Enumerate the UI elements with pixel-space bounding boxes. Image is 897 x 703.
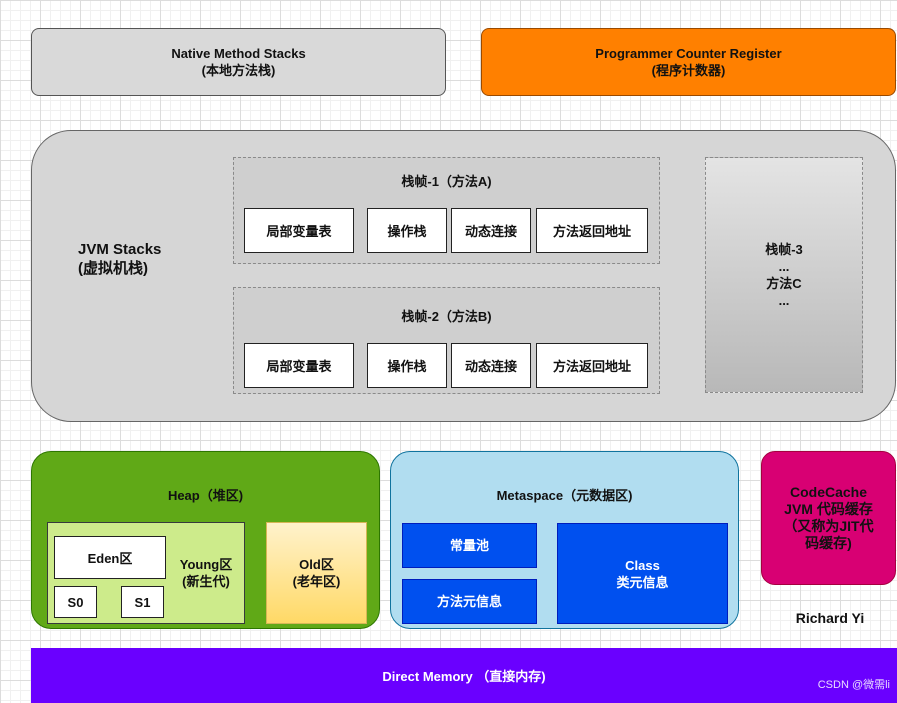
frame-1-return-address: 方法返回地址 <box>536 208 648 253</box>
stack-frame-3-ellipsis-2: ... <box>778 293 790 308</box>
stack-frame-3-title: 栈帧-3 <box>765 242 803 257</box>
old-generation-subtitle: (老年区) <box>292 574 341 589</box>
program-counter-register-title: Programmer Counter Register <box>595 46 782 61</box>
young-generation-label: Young区 (新生代) <box>168 555 244 591</box>
frame-2-dynamic-linking: 动态连接 <box>451 343 531 388</box>
constant-pool-box: 常量池 <box>402 523 537 568</box>
frame-1-local-variables: 局部变量表 <box>244 208 354 253</box>
old-generation-box: Old区 (老年区) <box>266 522 367 624</box>
program-counter-register-subtitle: (程序计数器) <box>651 63 726 78</box>
jvm-stacks-label: JVM Stacks (虚拟机栈) <box>78 240 161 278</box>
frame-2-return-address: 方法返回地址 <box>536 343 648 388</box>
eden-box: Eden区 <box>54 536 166 579</box>
codecache-title: CodeCache <box>789 484 868 500</box>
class-metadata-subtitle: 类元信息 <box>616 574 669 590</box>
frame-1-operand-stack: 操作栈 <box>367 208 447 253</box>
codecache-line-2: JVM 代码缓存 <box>784 501 873 517</box>
stack-frame-3-ellipsis-1: ... <box>778 259 790 274</box>
class-metadata-box: Class 类元信息 <box>557 523 728 624</box>
stack-frame-3: 栈帧-3 ... 方法C ... <box>705 157 863 393</box>
stack-frame-3-method: 方法C <box>766 276 802 291</box>
class-metadata-title: Class <box>625 557 660 573</box>
watermark: CSDN @微需li <box>817 679 890 691</box>
native-method-stacks-box: Native Method Stacks (本地方法栈) <box>31 28 446 96</box>
program-counter-register-box: Programmer Counter Register (程序计数器) <box>481 28 896 96</box>
old-generation-title: Old区 <box>299 557 334 572</box>
jvm-stacks-subtitle: (虚拟机栈) <box>78 260 148 277</box>
codecache-line-3: （又称为JIT代 <box>783 518 874 534</box>
method-metadata-box: 方法元信息 <box>402 579 537 624</box>
metaspace-title: Metaspace（元数据区) <box>496 487 633 503</box>
survivor-s1-box: S1 <box>121 586 164 618</box>
jvm-stacks-title: JVM Stacks <box>78 241 162 258</box>
native-method-stacks-title: Native Method Stacks <box>171 46 306 61</box>
codecache-box: CodeCache JVM 代码缓存 （又称为JIT代 码缓存) <box>761 451 896 585</box>
young-generation-title: Young区 <box>179 557 233 572</box>
young-generation-subtitle: (新生代) <box>182 574 230 589</box>
frame-2-operand-stack: 操作栈 <box>367 343 447 388</box>
codecache-line-4: 码缓存) <box>805 535 852 551</box>
frame-2-local-variables: 局部变量表 <box>244 343 354 388</box>
survivor-s0-box: S0 <box>54 586 97 618</box>
stack-frame-1-title: 栈帧-1（方法A) <box>401 173 492 189</box>
native-method-stacks-subtitle: (本地方法栈) <box>201 63 276 78</box>
stack-frame-2-title: 栈帧-2（方法B) <box>401 308 492 324</box>
direct-memory-bar: Direct Memory （直接内存) <box>31 648 897 703</box>
frame-1-dynamic-linking: 动态连接 <box>451 208 531 253</box>
author-label: Richard Yi <box>795 610 865 626</box>
direct-memory-label: Direct Memory （直接内存) <box>382 669 546 684</box>
heap-title: Heap（堆区) <box>167 487 244 503</box>
